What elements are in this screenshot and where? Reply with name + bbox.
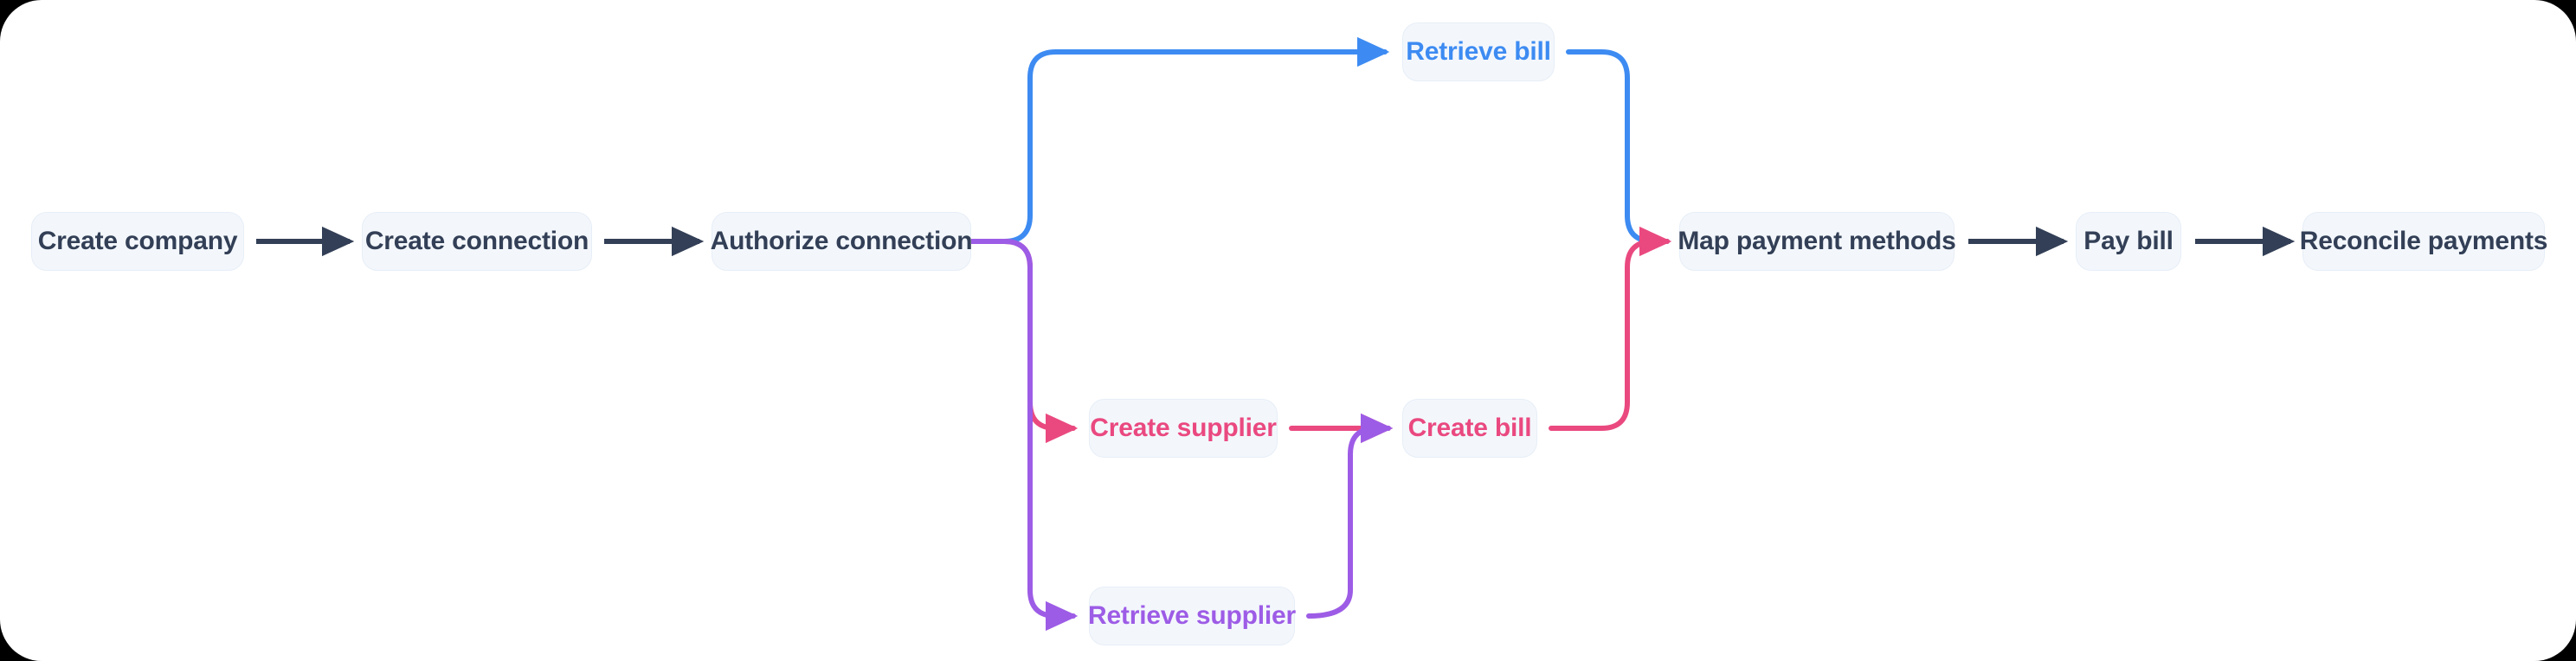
edge-create-bill-to-map-payment-methods — [1549, 226, 1672, 431]
edge-authorize-connection-to-retrieve-bill — [969, 36, 1390, 244]
edge-authorize-connection-to-create-supplier — [969, 239, 1079, 444]
node-label: Retrieve supplier — [1087, 601, 1297, 630]
node-reconcile-payments[interactable]: Reconcile payments — [2299, 212, 2548, 271]
edge-authorize-connection-to-retrieve-supplier — [969, 239, 1079, 632]
node-label: Reconcile payments — [2299, 227, 2548, 255]
node-label: Create supplier — [1090, 414, 1277, 442]
node-label: Pay bill — [2083, 227, 2174, 255]
node-create-supplier[interactable]: Create supplier — [1089, 399, 1278, 458]
node-retrieve-bill[interactable]: Retrieve bill — [1402, 22, 1555, 81]
node-create-company[interactable]: Create company — [31, 212, 244, 271]
node-label: Create connection — [364, 227, 589, 255]
node-pay-bill[interactable]: Pay bill — [2076, 212, 2181, 271]
node-retrieve-supplier[interactable]: Retrieve supplier — [1087, 587, 1297, 645]
node-label: Map payment methods — [1678, 227, 1956, 255]
edge-retrieve-bill-to-map-payment-methods — [1566, 49, 1670, 244]
edge-retrieve-supplier-to-create-bill — [1306, 413, 1394, 619]
node-create-bill[interactable]: Create bill — [1402, 399, 1537, 458]
node-authorize-connection[interactable]: Authorize connection — [710, 212, 973, 271]
node-label: Create company — [37, 227, 238, 255]
node-map-payment-methods[interactable]: Map payment methods — [1678, 212, 1956, 271]
node-label: Authorize connection — [710, 227, 973, 255]
node-label: Create bill — [1407, 414, 1532, 442]
node-create-connection[interactable]: Create connection — [362, 212, 592, 271]
node-label: Retrieve bill — [1406, 37, 1551, 66]
